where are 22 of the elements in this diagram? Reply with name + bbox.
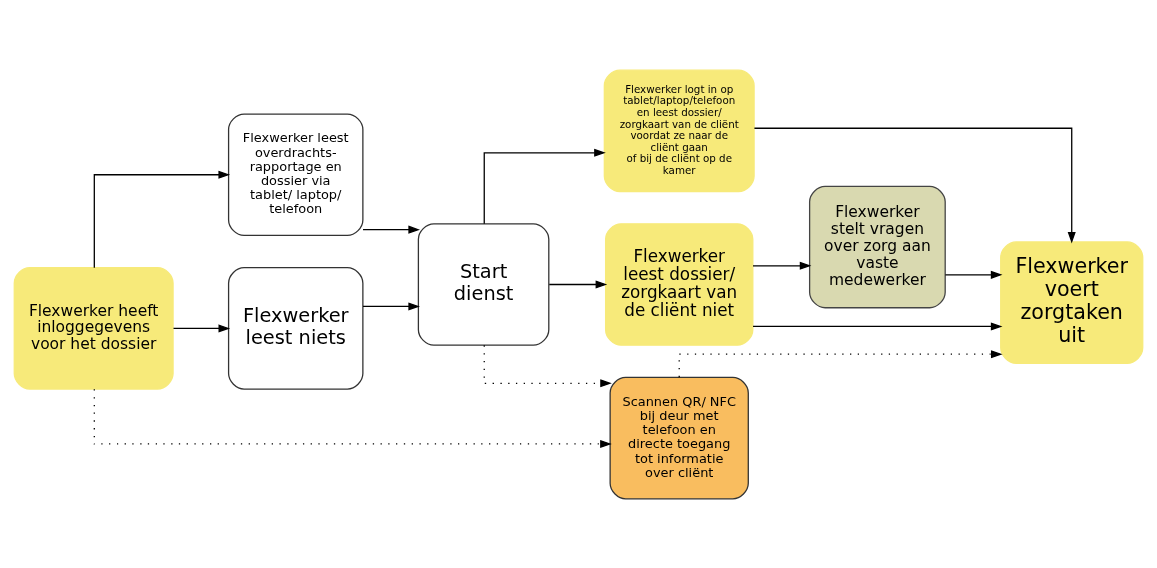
node-box: Flexwerker voert zorgtaken uit bbox=[1000, 240, 1144, 364]
arrow bbox=[483, 148, 606, 224]
arrow bbox=[944, 270, 1003, 279]
arrow bbox=[752, 321, 1003, 331]
node-box: Flexwerker leest overdrachts- rapportage en dossier via tablet/ laptop/ telefoon bbox=[227, 112, 364, 236]
arrow bbox=[93, 388, 612, 448]
arrow bbox=[362, 225, 420, 234]
node-box: Flexwerker logt in op tablet/laptop/telefoon en leest dossier/ zorgkaart van de cliënt voordat ze naar de cliënt gaan of bij de cliënt op de kamer bbox=[603, 69, 755, 192]
arrow bbox=[548, 279, 608, 289]
node-box: Flexwerker stelt vragen over zorg aan vaste medewerker bbox=[808, 185, 946, 308]
arrow bbox=[172, 323, 231, 332]
arrow bbox=[752, 261, 812, 270]
arrow bbox=[753, 127, 1076, 244]
arrow bbox=[483, 344, 612, 387]
node-box: Flexwerker leest niets bbox=[227, 266, 364, 390]
arrow bbox=[678, 349, 1003, 378]
node-box: Scannen QR/ NFC bij deur met telefoon en directe toegang tot informatie over cliënt bbox=[609, 376, 749, 499]
arrow bbox=[362, 301, 420, 310]
node-box: Flexwerker heeft inloggegevens voor het dossier bbox=[13, 266, 174, 390]
node-box: Flexwerker leest dossier/ zorgkaart van de cliënt niet bbox=[604, 222, 754, 346]
arrow bbox=[93, 170, 231, 268]
node-box: Start dienst bbox=[417, 222, 550, 346]
